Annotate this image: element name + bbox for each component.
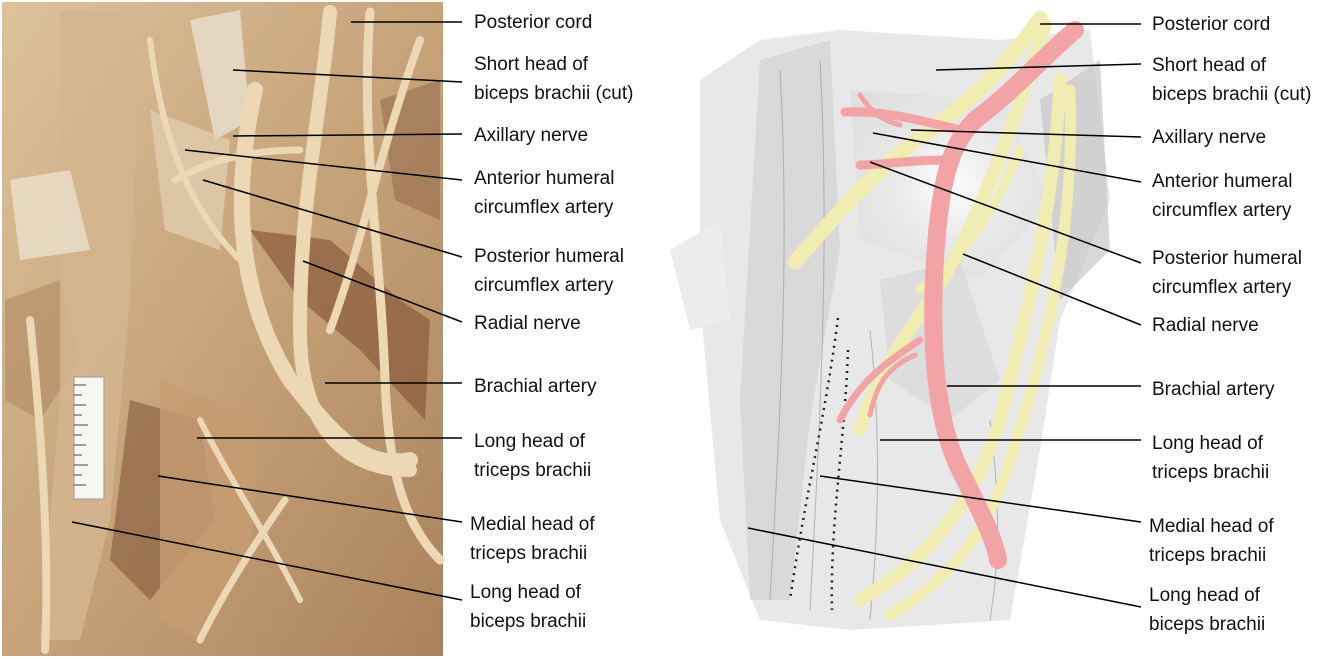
label-line: Anterior humeral <box>1152 171 1293 192</box>
label-left-axillary-nerve: Axillary nerve <box>474 121 588 150</box>
label-right-radial-nerve: Radial nerve <box>1152 311 1259 340</box>
leader-lines-right <box>747 23 1142 608</box>
label-left-short-head-biceps: Short head of biceps brachii (cut) <box>474 50 633 108</box>
label-line: Posterior cord <box>474 12 593 33</box>
label-left-long-head-biceps: Long head of biceps brachii <box>470 578 586 636</box>
label-line: Brachial artery <box>474 376 597 397</box>
label-left-posterior-cord: Posterior cord <box>474 8 592 37</box>
label-right-anterior-humeral-circumflex: Anterior humeral circumflex artery <box>1152 167 1292 225</box>
label-right-posterior-cord: Posterior cord <box>1152 10 1270 39</box>
label-right-brachial-artery: Brachial artery <box>1152 375 1275 404</box>
label-line: biceps brachii <box>1149 614 1266 635</box>
label-right-axillary-nerve: Axillary nerve <box>1152 123 1266 152</box>
schematic-illustration <box>650 2 1140 656</box>
dissection-photo <box>2 2 445 656</box>
label-line: Short head of <box>474 54 589 75</box>
label-line: Radial nerve <box>474 313 581 334</box>
label-line: Posterior humeral <box>474 246 624 267</box>
label-left-radial-nerve: Radial nerve <box>474 309 581 338</box>
label-right-medial-head-triceps: Medial head of triceps brachii <box>1149 512 1274 570</box>
label-right-long-head-triceps: Long head of triceps brachii <box>1152 429 1269 487</box>
label-line: triceps brachii <box>1149 545 1267 566</box>
label-line: triceps brachii <box>470 543 588 564</box>
label-line: triceps brachii <box>1152 462 1270 483</box>
label-left-posterior-humeral-circumflex: Posterior humeral circumflex artery <box>474 242 624 300</box>
label-line: circumflex artery <box>474 275 614 296</box>
label-left-anterior-humeral-circumflex: Anterior humeral circumflex artery <box>474 164 614 222</box>
label-right-short-head-biceps: Short head of biceps brachii (cut) <box>1152 51 1311 109</box>
label-line: Posterior cord <box>1152 14 1271 35</box>
label-line: biceps brachii <box>470 611 587 632</box>
label-left-long-head-triceps: Long head of triceps brachii <box>474 427 591 485</box>
label-line: circumflex artery <box>1152 200 1292 221</box>
label-left-medial-head-triceps: Medial head of triceps brachii <box>470 510 595 568</box>
label-line: biceps brachii (cut) <box>1152 84 1312 105</box>
label-line: Radial nerve <box>1152 315 1259 336</box>
label-line: Long head of <box>474 431 585 452</box>
label-line: Short head of <box>1152 55 1267 76</box>
label-line: triceps brachii <box>474 460 592 481</box>
label-line: circumflex artery <box>1152 277 1292 298</box>
label-left-brachial-artery: Brachial artery <box>474 372 597 401</box>
label-line: Axillary nerve <box>1152 127 1267 148</box>
label-line: Medial head of <box>470 514 595 535</box>
label-line: Axillary nerve <box>474 125 589 146</box>
label-line: Medial head of <box>1149 516 1274 537</box>
label-line: circumflex artery <box>474 197 614 218</box>
scale-ruler <box>73 376 105 500</box>
label-right-posterior-humeral-circumflex: Posterior humeral circumflex artery <box>1152 244 1302 302</box>
label-line: Anterior humeral <box>474 168 615 189</box>
label-right-long-head-biceps: Long head of biceps brachii <box>1149 581 1265 639</box>
label-line: biceps brachii (cut) <box>474 83 634 104</box>
label-line: Long head of <box>1152 433 1263 454</box>
leader-lines-left <box>71 21 463 601</box>
label-line: Posterior humeral <box>1152 248 1302 269</box>
label-line: Long head of <box>1149 585 1260 606</box>
label-line: Long head of <box>470 582 581 603</box>
label-line: Brachial artery <box>1152 379 1275 400</box>
